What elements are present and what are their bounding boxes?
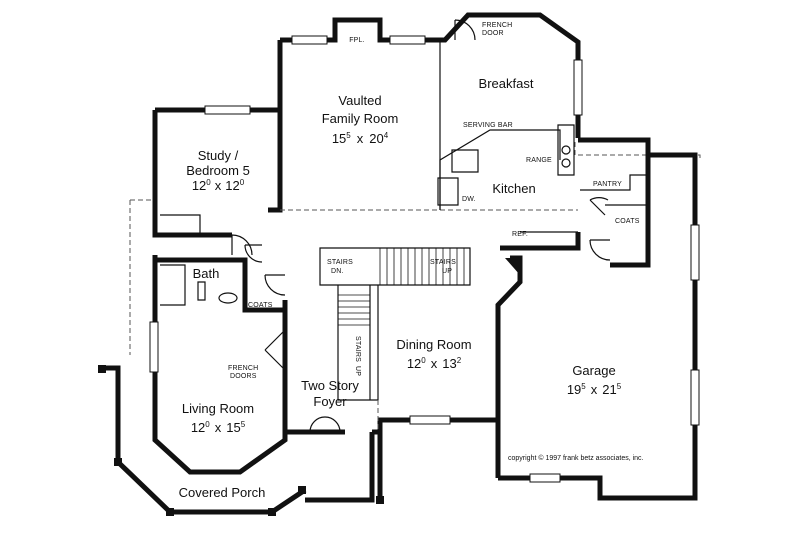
family-label-2: Family Room <box>322 111 399 126</box>
family-label: Vaulted <box>338 93 381 108</box>
roofline-outline <box>129 140 701 355</box>
refrigerator-label: REF. <box>512 231 528 238</box>
exterior-walls <box>102 12 698 515</box>
doors <box>231 19 611 433</box>
range-label: RANGE <box>526 157 552 164</box>
foyer-stairs-up-label: UP <box>354 366 361 376</box>
serving-bar-label: SERVING BAR <box>463 122 513 129</box>
french-doors-label: FRENCH <box>228 365 258 372</box>
french-door-label-2: DOOR <box>482 30 504 37</box>
foyer-label-2: Foyer <box>313 394 347 409</box>
garage-label: Garage <box>572 363 615 378</box>
study-label-2: Bedroom 5 <box>186 163 250 178</box>
french-doors-label-2: DOORS <box>230 373 257 380</box>
stairs-up-label: STAIRS <box>430 259 456 266</box>
porch-posts <box>98 258 520 516</box>
dining-label: Dining Room <box>396 337 471 352</box>
dishwasher-label: DW. <box>462 196 476 203</box>
porch-label: Covered Porch <box>179 485 266 500</box>
coats-bath-label: COATS <box>248 302 273 309</box>
stairs-up-label-2: UP <box>442 268 452 275</box>
interior-lines <box>160 40 648 432</box>
stairs-down-label: STAIRS <box>327 259 353 266</box>
living-label: Living Room <box>182 401 254 416</box>
copyright-text: copyright © 1997 frank betz associates, … <box>508 454 644 462</box>
stair-treads <box>338 248 465 326</box>
annotations: FPL. FRENCH DOOR SERVING BAR RANGE DW. P… <box>228 22 644 462</box>
kitchen-label: Kitchen <box>492 181 535 196</box>
breakfast-label: Breakfast <box>479 76 534 91</box>
pantry-label: PANTRY <box>593 181 622 188</box>
windows <box>149 35 700 483</box>
bath-label: Bath <box>193 266 220 281</box>
foyer-label: Two Story <box>301 378 359 393</box>
stairs-down-label-2: DN. <box>331 268 344 275</box>
fireplace-label: FPL. <box>349 37 365 44</box>
study-label: Study / <box>198 148 239 163</box>
french-door-label: FRENCH <box>482 22 512 29</box>
foyer-stairs-label: STAIRS <box>354 336 361 362</box>
coats-kitchen-label: COATS <box>615 218 640 225</box>
